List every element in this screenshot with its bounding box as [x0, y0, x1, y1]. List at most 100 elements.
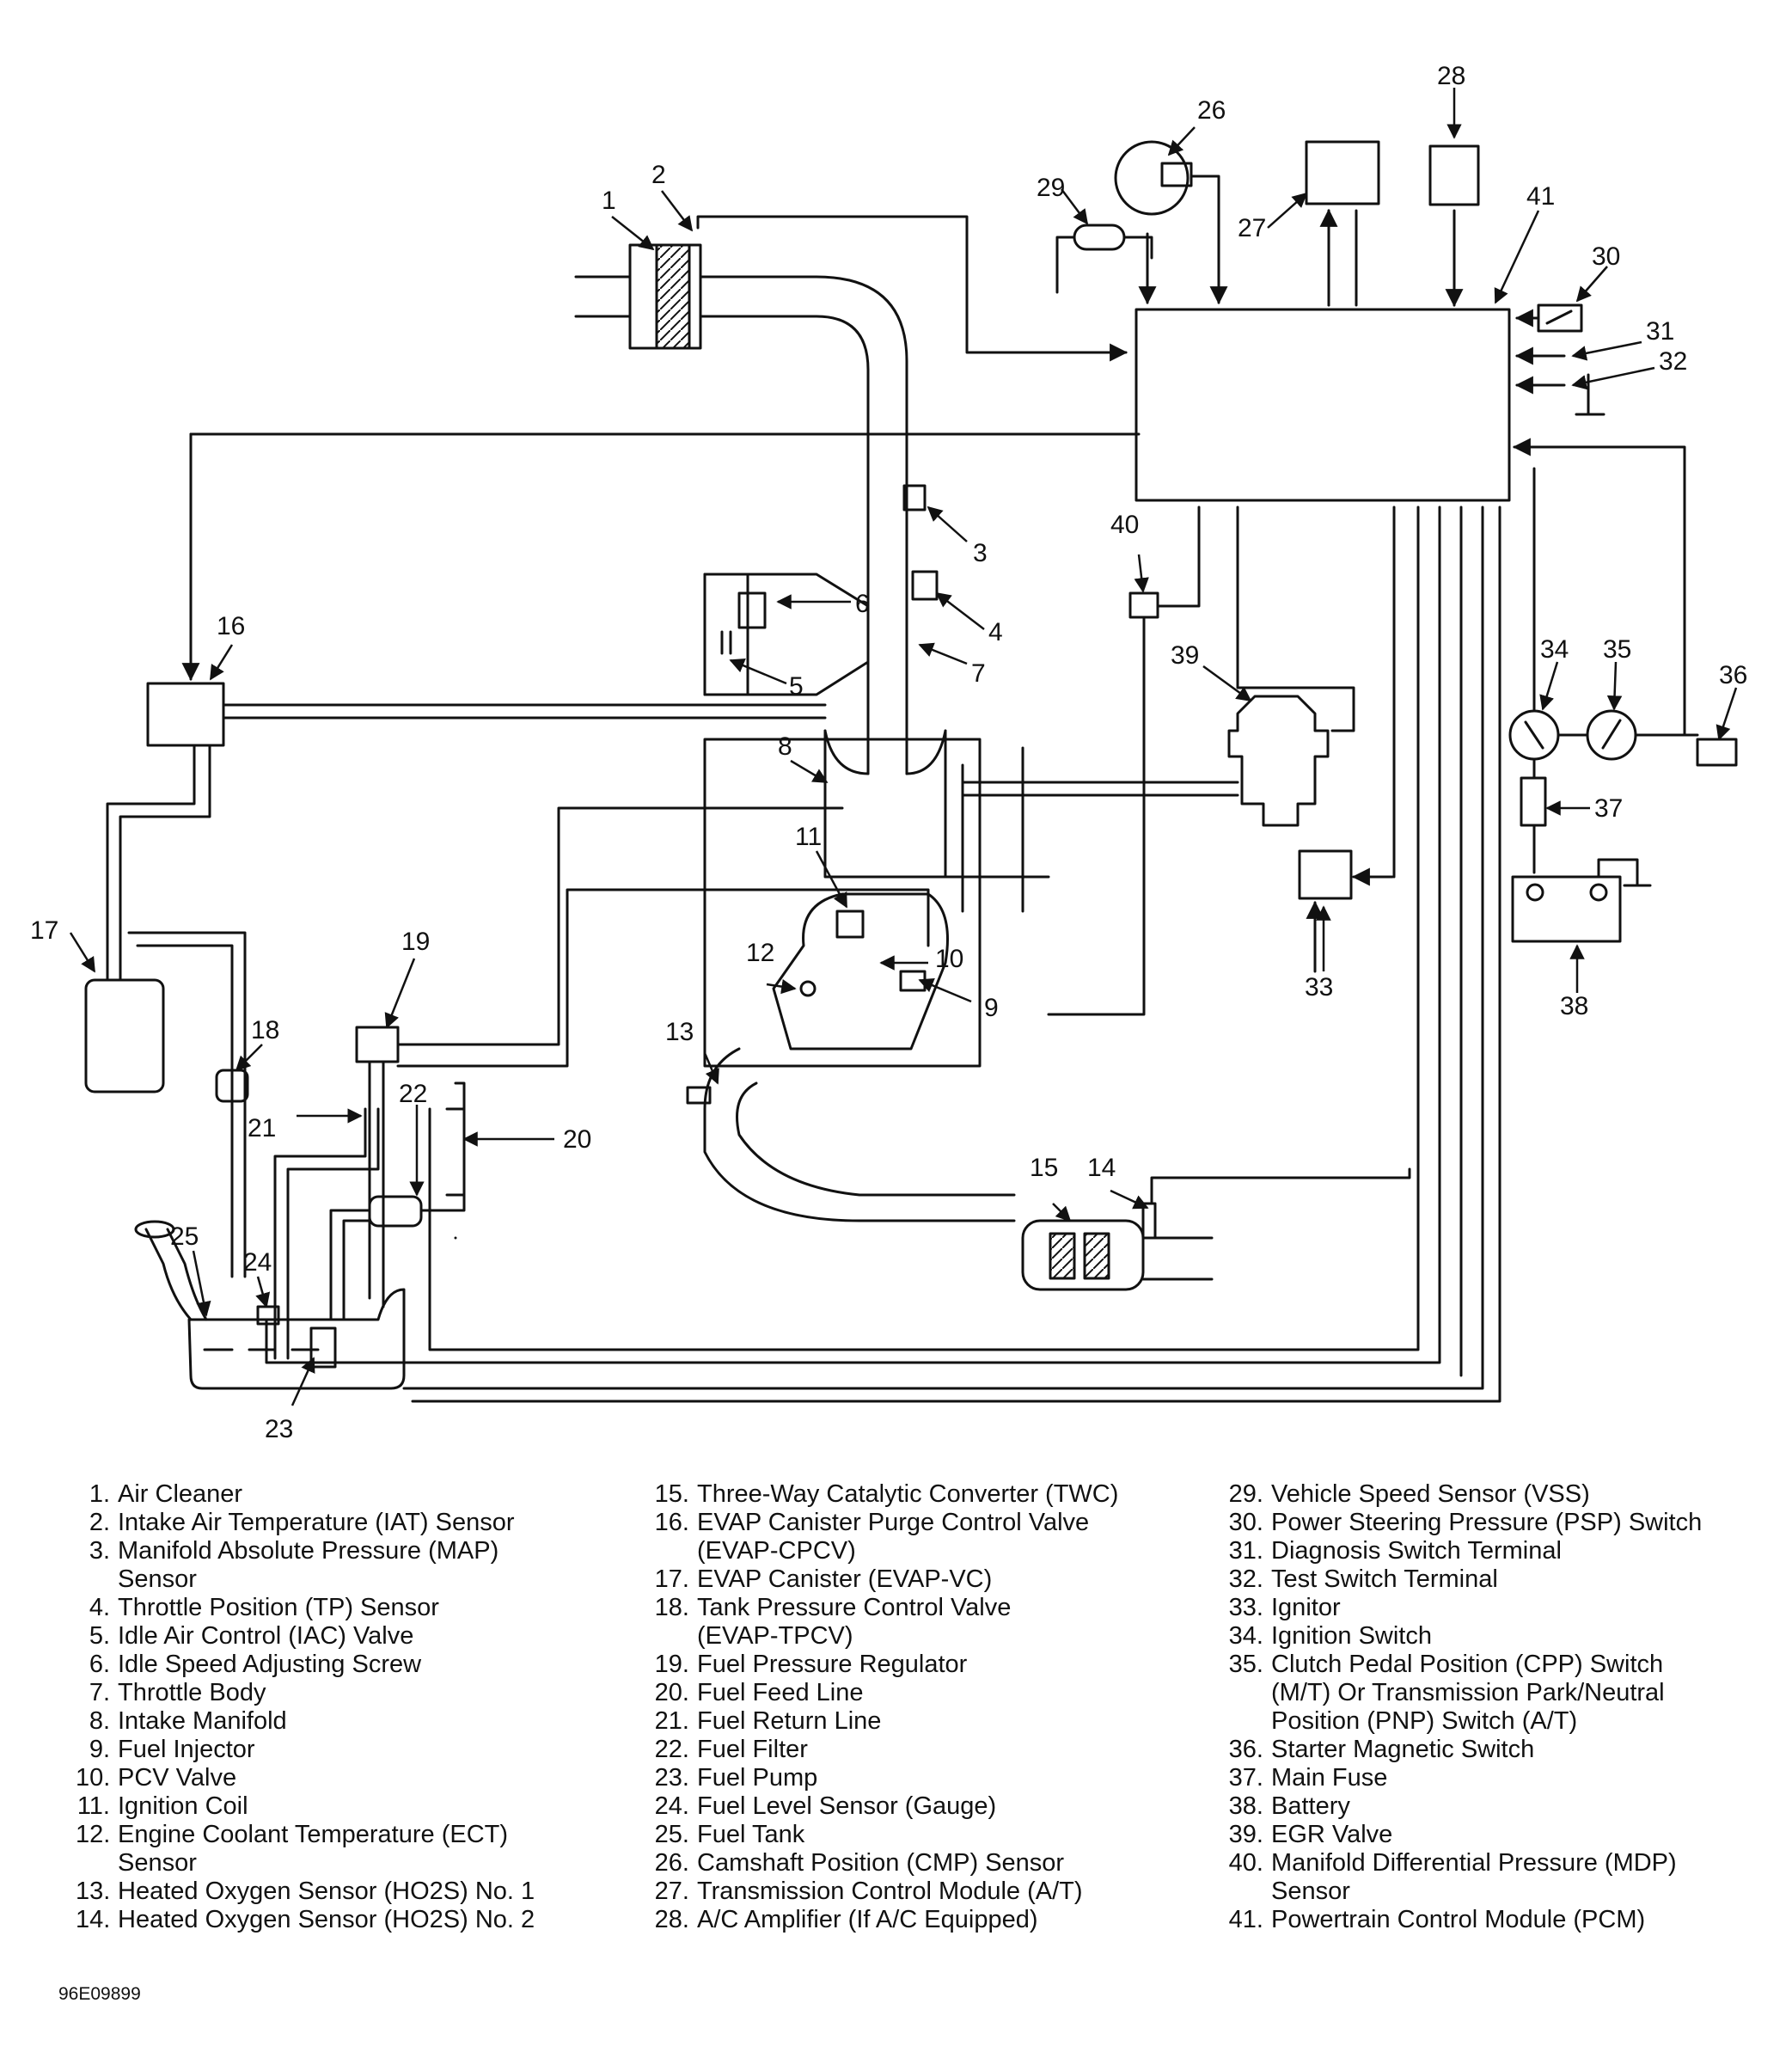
legend-item-number: 31. [1228, 1537, 1263, 1565]
legend-item-text: Position (PNP) Switch (A/T) [1271, 1707, 1578, 1735]
legend-item-text: Main Fuse [1271, 1764, 1388, 1792]
legend-item-text: Manifold Absolute Pressure (MAP) [118, 1537, 499, 1565]
callout-2: 2 [651, 161, 666, 189]
legend-item-text: Throttle Position (TP) Sensor [118, 1594, 439, 1621]
legend-item-number: 2. [89, 1509, 110, 1536]
cmp-sensor-dial [1114, 140, 1190, 216]
callout-16: 16 [217, 612, 245, 640]
legend-item-number: 35. [1228, 1651, 1263, 1678]
callout-5: 5 [789, 672, 804, 701]
legend-item: 20.Fuel Feed Line [646, 1679, 1118, 1707]
legend-item-number: 12. [76, 1821, 111, 1848]
legend-item: 19. Fuel Pressure Regulator [646, 1651, 1118, 1679]
callout-3: 3 [973, 539, 988, 567]
legend-item: 2.Intake Air Temperature (IAT) Sensor [76, 1509, 535, 1537]
fuel-filter [368, 1195, 423, 1228]
legend-item-text: Tank Pressure Control Valve [697, 1594, 1012, 1621]
legend-item-number: 10. [76, 1764, 111, 1792]
legend-item: 29. Vehicle Speed Sensor (VSS) [1220, 1480, 1702, 1509]
callout-28: 28 [1437, 62, 1465, 90]
legend-item: Sensor [1220, 1878, 1702, 1906]
legend-item: 4.Throttle Position (TP) Sensor [76, 1594, 535, 1622]
callout-23: 23 [265, 1415, 293, 1443]
legend-item-number: 25. [654, 1821, 689, 1848]
map-sensor [902, 484, 927, 512]
legend-item: 26.Camshaft Position (CMP) Sensor [646, 1849, 1118, 1878]
legend-item: Sensor [76, 1565, 535, 1594]
legend-item: 3.Manifold Absolute Pressure (MAP) [76, 1537, 535, 1565]
legend-item: 21.Fuel Return Line [646, 1707, 1118, 1736]
legend-item: 40.Manifold Differential Pressure (MDP) [1220, 1849, 1702, 1878]
callout-1: 1 [602, 187, 616, 215]
legend-item: 23. Fuel Pump [646, 1764, 1118, 1792]
legend-item-text: (EVAP-CPCV) [697, 1537, 856, 1565]
legend-item-text: PCV Valve [118, 1764, 237, 1792]
legend-item-number: 11. [76, 1792, 110, 1820]
legend-item-number: 29. [1228, 1480, 1263, 1508]
legend-item-number: 37. [1228, 1764, 1263, 1792]
legend-item-text: EVAP Canister (EVAP-VC) [697, 1565, 993, 1593]
legend-item-number: 19. [654, 1651, 689, 1678]
legend-item-text: Ignition Coil [118, 1792, 248, 1820]
callout-39: 39 [1171, 641, 1199, 670]
legend-item-text: Three-Way Catalytic Converter (TWC) [697, 1480, 1119, 1508]
legend-item: 39.EGR Valve [1220, 1821, 1702, 1849]
callout-21: 21 [248, 1114, 276, 1142]
legend-item-text: Fuel Pump [697, 1764, 818, 1792]
legend-item: 15.Three-Way Catalytic Converter (TWC) [646, 1480, 1119, 1509]
ho2s-2 [1141, 1202, 1157, 1240]
callout-10: 10 [935, 945, 963, 973]
legend-item: 37. Main Fuse [1220, 1764, 1702, 1792]
legend-item-number: 5. [89, 1622, 110, 1650]
ignitor [1298, 849, 1353, 900]
legend-item-text: EVAP Canister Purge Control Valve [697, 1509, 1090, 1536]
legend-item-text: Test Switch Terminal [1271, 1565, 1498, 1593]
legend-item: 10.PCV Valve [76, 1764, 535, 1792]
legend-item-number: 32. [1228, 1565, 1263, 1593]
ho2s-1 [686, 1086, 712, 1105]
legend-item: 7.Throttle Body [76, 1679, 535, 1707]
callout-24: 24 [243, 1248, 272, 1277]
callout-31: 31 [1646, 317, 1674, 346]
legend-column-2: 15.Three-Way Catalytic Converter (TWC)16… [646, 1480, 1119, 1934]
legend-item-text: (M/T) Or Transmission Park/Neutral [1271, 1679, 1665, 1706]
legend-item-number: 23. [654, 1764, 689, 1792]
callout-34: 34 [1540, 635, 1569, 664]
legend-item-text: Vehicle Speed Sensor (VSS) [1271, 1480, 1590, 1508]
legend-item-number: 28. [654, 1906, 689, 1933]
legend-item-text: EGR Valve [1271, 1821, 1393, 1848]
callout-8: 8 [778, 732, 792, 761]
callout-33: 33 [1305, 973, 1333, 1002]
legend-item: (EVAP-TPCV) [646, 1622, 1118, 1651]
callout-22: 22 [399, 1080, 427, 1108]
legend-item-text: Power Steering Pressure (PSP) Switch [1271, 1509, 1703, 1536]
callout-37: 37 [1594, 794, 1623, 823]
legend-item: 36.Starter Magnetic Switch [1220, 1736, 1702, 1764]
legend-item: 25.Fuel Tank [646, 1821, 1118, 1849]
legend-item-text: Fuel Feed Line [697, 1679, 864, 1706]
evap-purge-valve [146, 682, 225, 747]
callout-12: 12 [746, 939, 774, 967]
legend-item-text: Diagnosis Switch Terminal [1271, 1537, 1562, 1565]
legend-item-text: Fuel Pressure Regulator [697, 1651, 968, 1678]
tcm-box [1305, 140, 1380, 205]
legend-item-text: Fuel Injector [118, 1736, 255, 1763]
legend-item-text: Powertrain Control Module (PCM) [1271, 1906, 1646, 1933]
legend-item-text: Heated Oxygen Sensor (HO2S) No. 2 [118, 1906, 535, 1933]
legend-item-text: Engine Coolant Temperature (ECT) [118, 1821, 509, 1848]
battery [1511, 875, 1622, 943]
legend-item: 34.Ignition Switch [1220, 1622, 1702, 1651]
catalytic-converter [1021, 1219, 1145, 1291]
legend-item-number: 17. [654, 1565, 689, 1593]
legend-item-number: 8. [89, 1707, 110, 1735]
callout-35: 35 [1603, 635, 1631, 664]
legend-item-number [76, 1565, 110, 1594]
legend-item-text: Transmission Control Module (A/T) [697, 1878, 1083, 1905]
legend-item-number: 21. [654, 1707, 689, 1735]
callout-18: 18 [251, 1016, 279, 1044]
legend-item-text: Sensor [118, 1565, 197, 1593]
legend-item: 1.Air Cleaner [76, 1480, 535, 1509]
callout-20: 20 [563, 1125, 591, 1154]
iac-valve [703, 573, 749, 696]
